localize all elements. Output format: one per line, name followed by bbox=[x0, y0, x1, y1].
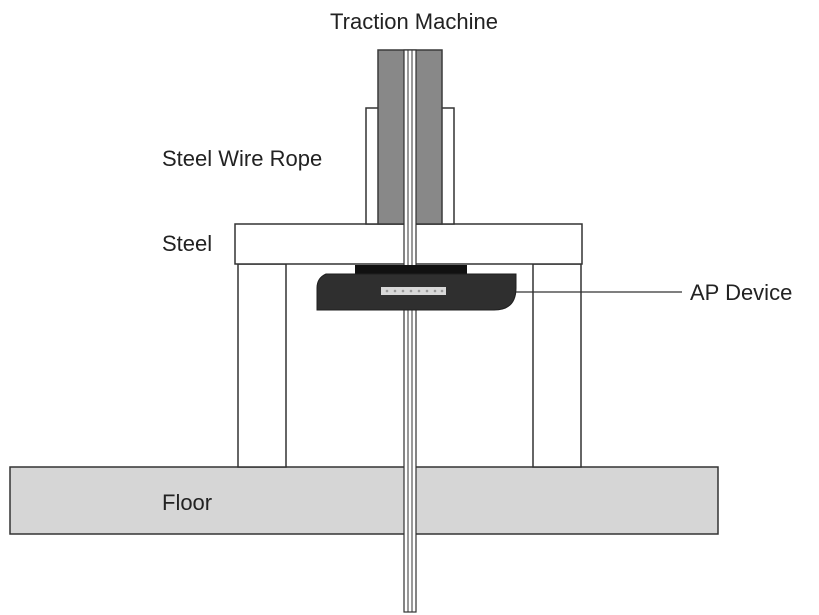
floor-slab bbox=[9, 466, 719, 535]
ap-device-led-strip bbox=[381, 287, 446, 295]
steel-label: Steel bbox=[162, 231, 212, 256]
floor-label: Floor bbox=[162, 490, 212, 515]
ap-device-led-dots bbox=[385, 289, 444, 293]
steel-wire-rope bbox=[403, 49, 417, 613]
steel-frame-left-leg bbox=[237, 263, 287, 468]
ap-device-label: AP Device bbox=[690, 280, 792, 305]
steel-frame-right-leg bbox=[532, 263, 582, 468]
steel-wire-rope-label: Steel Wire Rope bbox=[162, 146, 322, 171]
ap-device-mount bbox=[355, 265, 467, 274]
traction-machine-label: Traction Machine bbox=[330, 9, 498, 34]
